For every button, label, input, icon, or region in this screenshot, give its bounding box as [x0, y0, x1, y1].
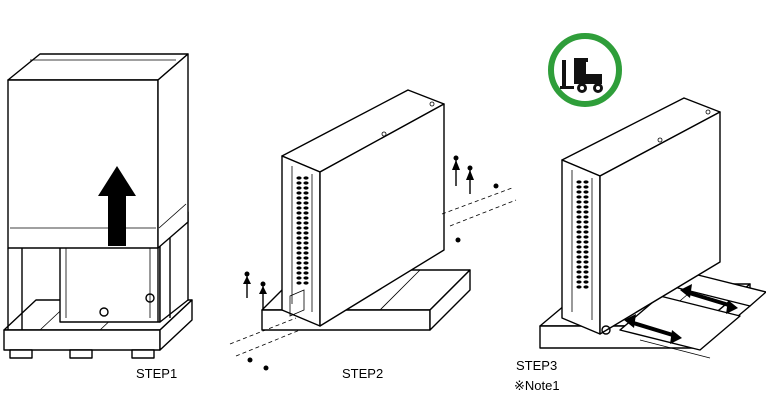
step2-vent-grill — [296, 176, 309, 285]
step1-lift-arrow — [98, 166, 136, 246]
step1-illustration — [3, 53, 193, 359]
forklift-badge — [548, 33, 622, 107]
step3-vent-grill — [576, 180, 589, 289]
step3-illustration — [539, 33, 766, 359]
step3-move-arrows — [624, 284, 738, 344]
forklift-forks — [619, 271, 766, 359]
step3-ups-cabinet — [561, 97, 721, 335]
step2-fasteners — [229, 155, 517, 371]
step3-label: STEP3 — [516, 358, 558, 373]
forklift-icon — [560, 58, 603, 93]
step2-ups-cabinet — [281, 89, 445, 327]
step2-illustration — [229, 89, 517, 371]
step3-note: ※Note1 — [514, 378, 560, 393]
step2-label: STEP2 — [342, 366, 384, 381]
step1-label: STEP1 — [136, 366, 178, 381]
